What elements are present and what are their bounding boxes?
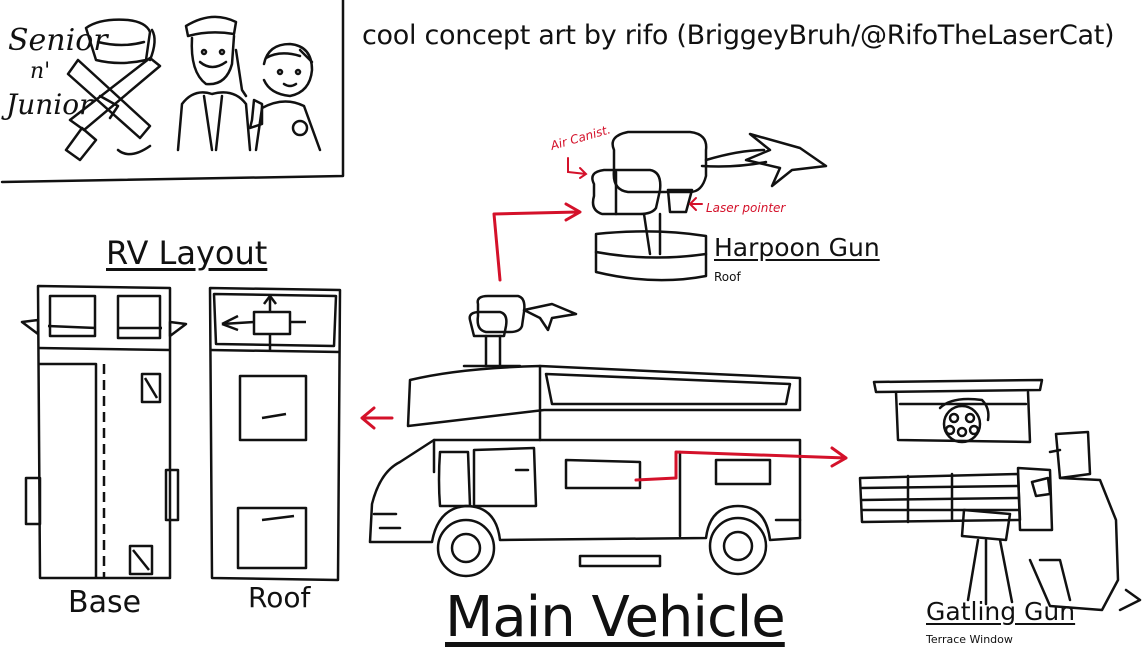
vehicle-rear-wheel [708,516,768,576]
vehicle-side-window-2 [714,458,772,486]
gatling-gun-drawing [858,378,1142,612]
gunner-hat [1054,430,1092,480]
rv-layout-title: RV Layout [106,234,268,272]
arrow-to-layout [360,406,394,430]
harpoon-tip-icon [744,132,828,188]
gatling-gun-title: Gatling Gun [926,597,1076,626]
rv-roof-plan [208,286,342,582]
annotation-air-canister: Air Canist. [548,122,612,153]
rv-roof-label: Roof [248,581,311,614]
arrow-to-harpoon [492,202,582,282]
harpoon-annotations: Air Canist. Laser pointer [548,122,786,215]
harpoon-canister-air [591,168,662,216]
vehicle-cab-window [437,450,472,508]
rv-roof-hatch-1 [238,374,308,442]
rv-base-plan [20,284,188,580]
main-vehicle-drawing [368,294,802,578]
rv-roof-outline [208,286,342,582]
pointer-arrows [360,202,848,482]
harpoon-base [594,230,708,282]
character-junior-icon [248,42,322,152]
harpoon-gun-drawing [591,130,828,282]
logo-line-2: n' [30,59,50,84]
rv-base-seat-right [116,294,162,340]
gatling-gun-location: Terrace Window [926,633,1013,646]
vehicle-side-window [564,458,642,490]
vehicle-turret-tip-icon [522,302,578,332]
vehicle-body [368,438,802,544]
vehicle-overcab [406,364,802,428]
rv-base-window-2 [128,544,154,576]
rv-base-label: Base [68,585,142,620]
logo-frame [0,0,345,184]
credit-text: cool concept art by rifo (BriggeyBruh/@R… [362,20,1115,51]
arrow-to-gatling [634,446,848,482]
harpoon-gun-title: Harpoon Gun [714,233,880,262]
vehicle-front-wheel [436,518,496,578]
harpoon-turret-top-icon [221,294,306,350]
terrace-awning [872,378,1044,394]
gatling-barrel-front-icon [942,404,982,444]
character-senior-icon [176,15,252,152]
rv-base-seat-left [48,294,97,338]
vehicle-turret [476,294,526,334]
annotation-laser-pointer: Laser pointer [706,201,786,215]
harpoon-gun-location: Roof [714,270,741,284]
laser-pointer-icon [666,188,694,214]
main-vehicle-title: Main Vehicle [445,585,786,650]
rv-roof-hatch-2 [236,506,308,570]
logo-panel: Senior n' Junior [0,0,345,184]
logo-line-3: Junior [1,88,94,121]
crossed-weapons-icon [64,18,162,162]
vehicle-cab-door [472,446,538,508]
rv-base-window-1 [140,372,162,404]
harpoon-canister-main [611,130,708,194]
rv-base-mirrors [20,318,188,338]
